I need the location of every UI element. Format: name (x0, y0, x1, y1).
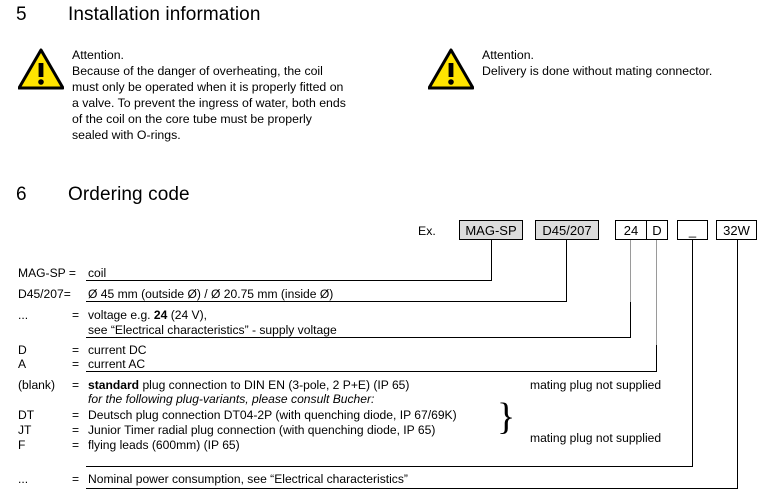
section-title: Ordering code (68, 184, 190, 205)
legend-key: ... (18, 308, 29, 322)
legend-key: MAG-SP = (18, 266, 76, 280)
legend-rule-current (86, 371, 657, 373)
legend-value: Junior Timer radial plug connection (wit… (88, 423, 436, 437)
legend-rule-plug (86, 466, 693, 468)
code-box-plug[interactable]: _ (677, 220, 708, 240)
legend-key: D (18, 343, 27, 357)
group-brace-icon: } (497, 396, 516, 438)
legend-key: F (18, 438, 26, 452)
leader-line-current-lower (656, 345, 658, 372)
warning-line: of the coil on the core tube must be pro… (72, 112, 312, 127)
note-mating-plug-group: mating plug not supplied (530, 431, 662, 445)
warning-line: Delivery is done without mating connecto… (482, 64, 713, 79)
legend-equals: = (72, 408, 80, 422)
legend-value-cont: for the following plug-variants, please … (88, 392, 375, 406)
leader-line-power (737, 240, 739, 489)
legend-value: voltage e.g. 24 (24 V), (88, 308, 207, 322)
leader-line-current-upper (656, 240, 658, 345)
legend-key: A (18, 357, 27, 371)
legend-rule-series (86, 280, 492, 282)
legend-key: (blank) (18, 378, 55, 392)
note-mating-plug-blank: mating plug not supplied (530, 378, 662, 392)
legend-key: D45/207= (18, 287, 71, 301)
warning-text: Attention. Delivery is done without mati… (482, 47, 712, 79)
legend-value: Nominal power consumption, see “Electric… (88, 472, 408, 486)
warning-line: must only be operated when it is properl… (72, 80, 344, 95)
code-box-current[interactable]: D (646, 220, 668, 240)
legend-rule-power (86, 488, 738, 490)
legend-rule-size (86, 301, 567, 303)
warning-title: Attention. (482, 48, 534, 62)
code-box-series[interactable]: MAG-SP (459, 220, 523, 240)
legend-key: DT (18, 408, 35, 422)
legend-value: Deutsch plug connection DT04-2P (with qu… (88, 408, 457, 422)
leader-line-size (566, 240, 568, 302)
legend-equals: = (72, 472, 80, 486)
warning-line: a valve. To prevent the ingress of water… (72, 96, 346, 111)
code-box-voltage[interactable]: 24 (615, 220, 647, 240)
legend-equals: = (72, 343, 80, 357)
leader-line-plug (692, 240, 694, 467)
leader-line-voltage-upper (630, 240, 632, 302)
code-box-power[interactable]: 32W (716, 220, 757, 240)
legend-equals: = (72, 423, 80, 437)
leader-line-series (491, 240, 493, 281)
warning-text: Attention. Because of the danger of over… (72, 47, 346, 144)
legend-value: current DC (88, 343, 147, 357)
legend-key: ... (18, 472, 29, 486)
legend-value: flying leads (600mm) (IP 65) (88, 438, 240, 452)
warning-line: Because of the danger of overheating, th… (72, 64, 323, 79)
warning-triangle-icon (18, 48, 64, 90)
legend-value-cont: see “Electrical characteristics” - suppl… (88, 323, 337, 337)
warning-title: Attention. (72, 48, 124, 62)
section-number: 5 (16, 4, 27, 25)
legend-equals: = (72, 438, 80, 452)
example-label: Ex. (418, 224, 436, 238)
legend-key: JT (18, 423, 32, 437)
section-title: Installation information (68, 4, 261, 25)
warning-line: sealed with O-rings. (72, 128, 181, 143)
legend-equals: = (72, 357, 80, 371)
legend-value: coil (88, 266, 107, 280)
leader-line-voltage-lower (630, 302, 632, 338)
legend-equals: = (72, 378, 80, 392)
legend-value: current AC (88, 357, 146, 371)
legend-value: standard plug connection to DIN EN (3-po… (88, 378, 410, 392)
section-number: 6 (16, 184, 27, 205)
code-box-size[interactable]: D45/207 (535, 220, 599, 240)
warning-triangle-icon (428, 48, 474, 90)
legend-rule-voltage (86, 337, 631, 339)
legend-value: Ø 45 mm (outside Ø) / Ø 20.75 mm (inside… (88, 287, 334, 301)
legend-equals: = (72, 308, 80, 322)
